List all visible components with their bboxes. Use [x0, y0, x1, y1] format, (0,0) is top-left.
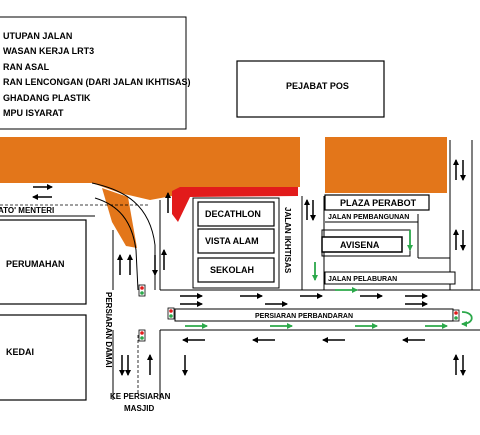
road-label-persiaran-damai: PERSIARAN DAMAI — [104, 292, 113, 368]
legend-item: RAN LENCONGAN (DARI JALAN IKHTISAS) — [3, 77, 191, 87]
road-label-ke-persiaran-2: MASJID — [124, 404, 154, 413]
road-label-jalan-pembangunan: JALAN PEMBANGUNAN — [328, 214, 409, 221]
svg-text:PEJABAT POS: PEJABAT POS — [286, 81, 349, 91]
building-decathlon: DECATHLON — [197, 201, 275, 227]
building-sekolah: SEKOLAH — [197, 257, 275, 283]
svg-text:AVISENA: AVISENA — [340, 240, 380, 250]
building-kedai: KEDAI — [0, 314, 87, 401]
road-label-persiaran-perbandaran: PERSIARAN PERBANDARAN — [255, 313, 353, 320]
svg-text:PERUMAHAN: PERUMAHAN — [6, 259, 65, 269]
building-pejabat-pos: PEJABAT POS — [236, 60, 385, 118]
road-label-ke-persiaran-1: KE PERSIARAN — [110, 392, 171, 401]
legend-item: GHADANG PLASTIK — [3, 93, 91, 103]
building-plaza-perabot: PLAZA PERABOT — [324, 194, 430, 211]
legend-item: WASAN KERJA LRT3 — [3, 46, 94, 56]
building-avisena: AVISENA — [321, 236, 403, 253]
legend-item: RAN ASAL — [3, 62, 50, 72]
road-curve-inner — [94, 197, 139, 291]
svg-text:JALAN PELABURAN: JALAN PELABURAN — [328, 276, 397, 283]
road-jalan-pelaburan: JALAN PELABURAN — [324, 271, 456, 285]
svg-text:PLAZA PERABOT: PLAZA PERABOT — [340, 198, 417, 208]
building-perumahan: PERUMAHAN — [0, 219, 87, 305]
closure-area-wedge — [102, 188, 137, 248]
legend: UTUPAN JALAN WASAN KERJA LRT3 RAN ASAL R… — [0, 16, 191, 130]
road-label-jalan-ikhtisas: JALAN IKHTISAS — [283, 207, 292, 274]
svg-text:KEDAI: KEDAI — [6, 347, 34, 357]
closure-area-right — [325, 137, 447, 193]
legend-item: UTUPAN JALAN — [3, 31, 72, 41]
traffic-light — [138, 329, 146, 342]
traffic-light — [138, 284, 146, 297]
traffic-arrows-green — [185, 230, 473, 329]
block-outline — [192, 197, 280, 289]
svg-text:DECATHLON: DECATHLON — [205, 209, 261, 219]
building-vista-alam: VISTA ALAM — [197, 228, 275, 254]
svg-text:VISTA ALAM: VISTA ALAM — [205, 236, 259, 246]
closure-area-main — [0, 137, 300, 200]
traffic-arrows-black — [32, 159, 466, 376]
svg-text:SEKOLAH: SEKOLAH — [210, 265, 254, 275]
legend-item: MPU ISYARAT — [3, 108, 64, 118]
road-curve-outer — [91, 182, 156, 290]
traffic-light — [167, 307, 175, 320]
road-label-dato-menteri: ATO' MENTERI — [0, 206, 54, 215]
plastic-barrier — [172, 187, 298, 222]
traffic-light — [452, 309, 460, 322]
